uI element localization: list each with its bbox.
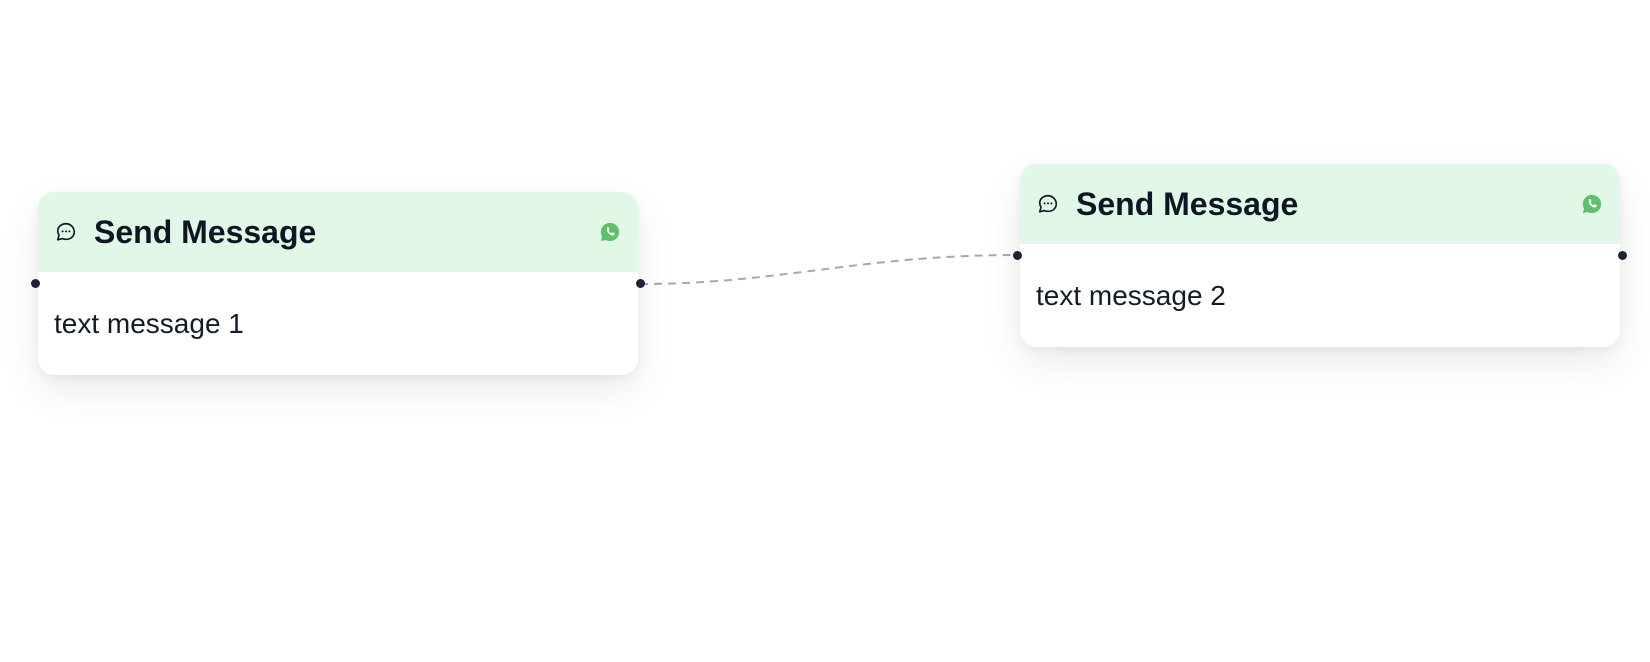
node-message-text: text message 2: [1036, 279, 1226, 311]
node-2-input-handle[interactable]: [1013, 251, 1022, 260]
node-header: Send Message: [38, 192, 638, 272]
chat-bubble-icon: [54, 220, 78, 244]
whatsapp-icon: [598, 220, 622, 244]
node-1-output-handle[interactable]: [636, 279, 645, 288]
node-1-input-handle[interactable]: [31, 279, 40, 288]
chat-bubble-icon: [1036, 192, 1060, 216]
node-body: text message 2: [1020, 244, 1620, 347]
node-header: Send Message: [1020, 164, 1620, 244]
node-2-output-handle[interactable]: [1618, 251, 1627, 260]
node-title: Send Message: [94, 213, 317, 250]
connection-edge[interactable]: [639, 254, 1018, 285]
node-title: Send Message: [1076, 185, 1299, 222]
send-message-node-1[interactable]: Send Message text message 1: [38, 192, 638, 375]
send-message-node-2[interactable]: Send Message text message 2: [1020, 164, 1620, 347]
node-message-text: text message 1: [54, 307, 244, 339]
whatsapp-icon: [1580, 192, 1604, 216]
node-body: text message 1: [38, 272, 638, 375]
